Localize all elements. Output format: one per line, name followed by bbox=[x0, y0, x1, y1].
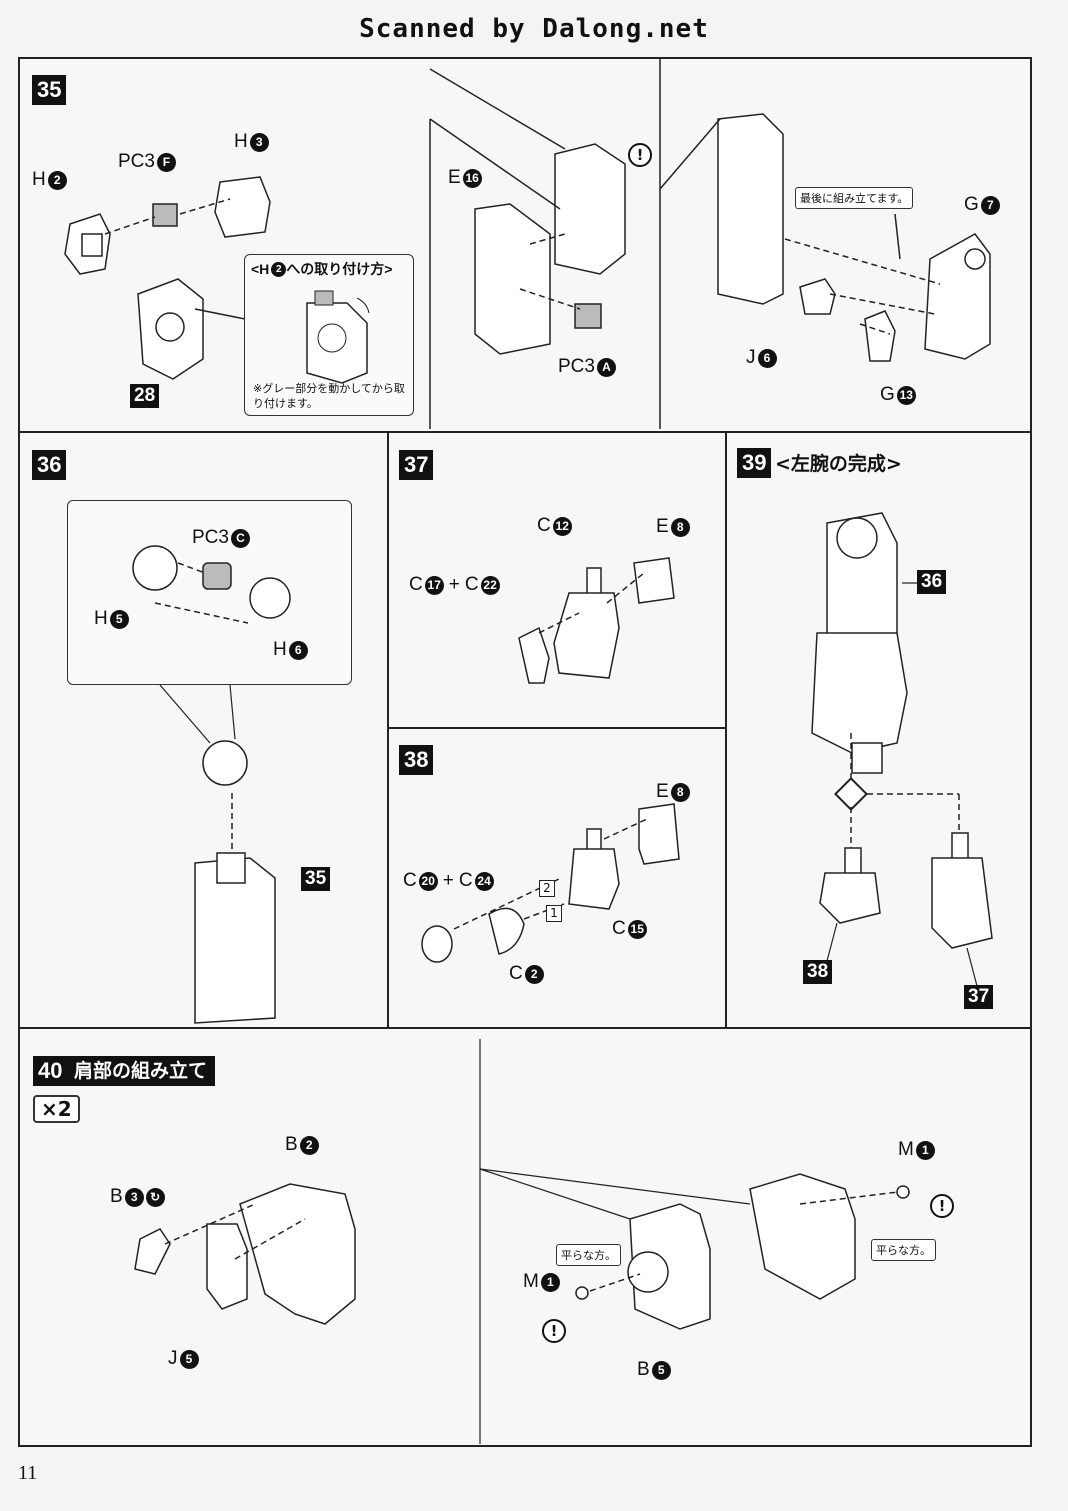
order-number-1: 1 bbox=[546, 905, 562, 922]
page-number: 11 bbox=[18, 1462, 38, 1484]
subassembly-tag-37: 37 bbox=[964, 985, 994, 1009]
step-number: 35 bbox=[32, 75, 67, 105]
step-36-illustration bbox=[132, 545, 291, 1024]
caution-icon: ! bbox=[628, 143, 652, 167]
step-35-illustration bbox=[64, 59, 991, 429]
subassembly-tag-36: 36 bbox=[917, 570, 947, 594]
scan-credit-header: Scanned by Dalong.net bbox=[359, 14, 709, 44]
step-number: 39 bbox=[737, 448, 772, 478]
callout-note: 最後に組み立てます。 bbox=[795, 187, 914, 209]
step-39-panel: 39 <左腕の完成> 36 38 37 bbox=[725, 431, 1032, 1029]
step-title: <左腕の完成> bbox=[775, 453, 902, 475]
caution-icon: ! bbox=[542, 1319, 566, 1343]
step-38-illustration bbox=[421, 803, 680, 963]
step-title: 肩部の組み立て bbox=[66, 1056, 216, 1086]
step-number: 40 bbox=[33, 1056, 68, 1086]
step-37-illustration bbox=[518, 557, 675, 684]
inset-note: ※グレー部分を動かしてから取り付けます。 bbox=[253, 382, 405, 410]
subassembly-tag-38: 38 bbox=[803, 960, 833, 984]
step-number: 37 bbox=[399, 450, 434, 480]
quantity-multiplier: ×2 bbox=[33, 1095, 80, 1123]
inset-diagram bbox=[306, 290, 370, 384]
step-39-illustration bbox=[811, 512, 993, 987]
order-number-2: 2 bbox=[539, 880, 555, 897]
step-40-illustration bbox=[134, 1039, 910, 1444]
step-number: 36 bbox=[32, 450, 67, 480]
subassembly-tag: 35 bbox=[301, 867, 331, 891]
step-number: 38 bbox=[399, 745, 434, 775]
caution-icon: ! bbox=[930, 1194, 954, 1218]
subassembly-tag: 28 bbox=[130, 384, 160, 408]
rotate-icon: ↻ bbox=[145, 1187, 165, 1207]
step-35-panel: 35 bbox=[18, 57, 1032, 433]
flat-side-note-left: 平らな方。 bbox=[556, 1244, 621, 1266]
flat-side-note-right: 平らな方。 bbox=[871, 1239, 936, 1261]
